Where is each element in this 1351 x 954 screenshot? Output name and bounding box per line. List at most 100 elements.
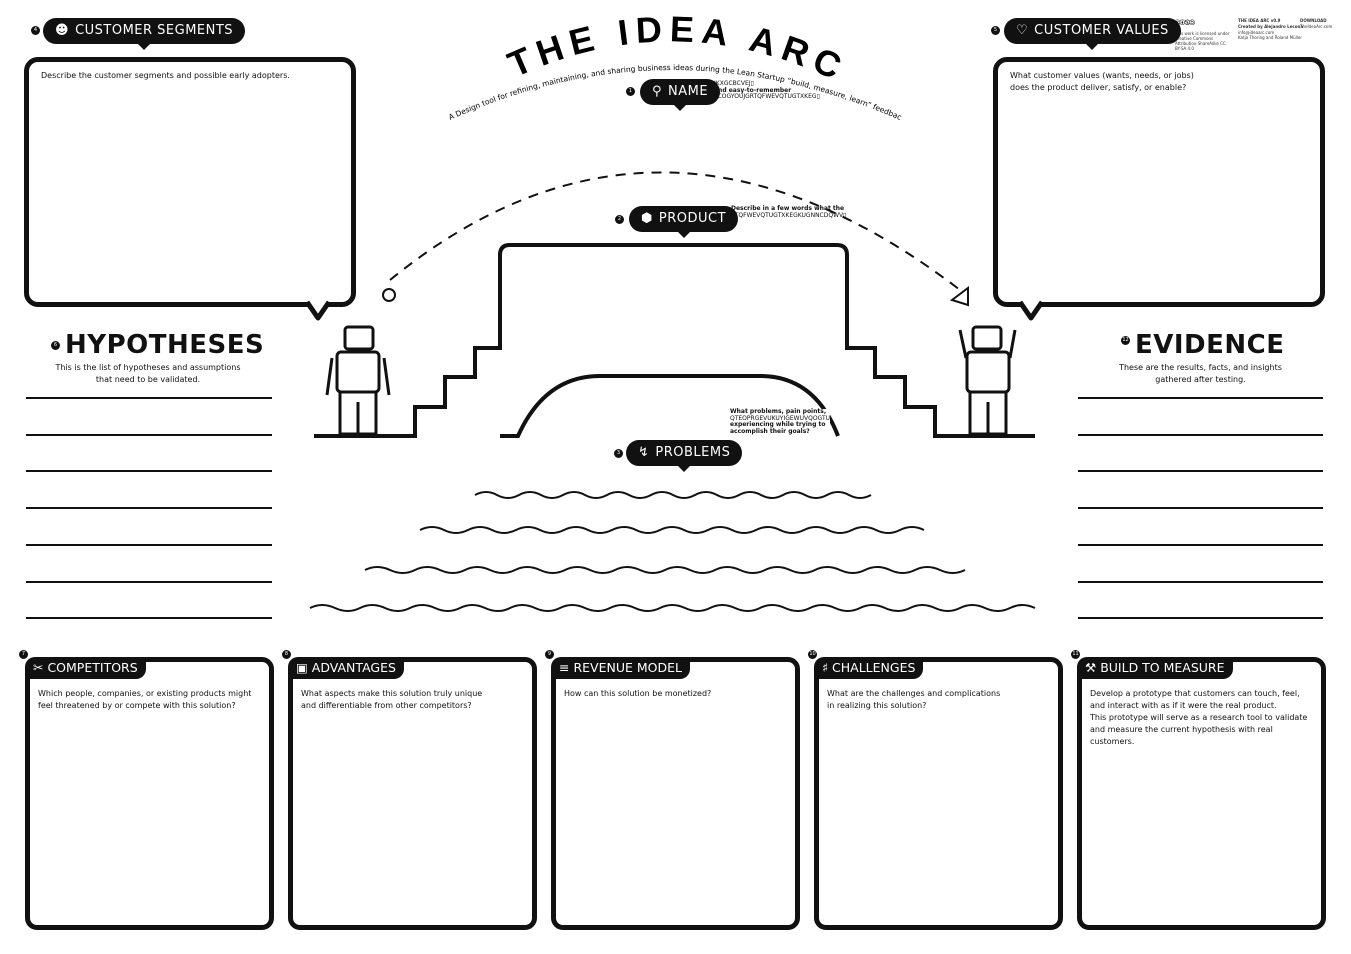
lightning-icon: ↯: [638, 445, 650, 460]
competitors-box[interactable]: ✂ COMPETITORS Which people, companies, or…: [25, 657, 274, 930]
section-number: 2: [615, 215, 624, 224]
hint-line: feel threatened by or compete with this …: [38, 701, 236, 710]
section-label-text: BUILD TO MEASURE: [1100, 660, 1225, 675]
writing-line[interactable]: [26, 397, 272, 399]
product-label: ⬢PRODUCT: [629, 206, 739, 238]
evidence-heading: EVIDENCE: [1135, 330, 1285, 360]
section-label: ≡ REVENUE MODEL: [551, 657, 690, 679]
section-number: 5: [991, 26, 1000, 35]
hint-line: What aspects make this solution truly un…: [301, 689, 483, 698]
cube-icon: ⬢: [641, 211, 653, 226]
download-label: DOWNLOAD: [1300, 18, 1327, 23]
heart-hand-icon: ♡: [1016, 23, 1029, 38]
customer-segments-box[interactable]: Describe the customer segments and possi…: [24, 57, 356, 307]
section-number: 12: [1121, 336, 1130, 345]
values-hint-2: does the product deliver, satisfy, or en…: [1010, 83, 1187, 92]
section-number: 6: [51, 341, 60, 350]
section-icon: ⚒: [1085, 660, 1101, 675]
section-icon: ✂: [33, 660, 48, 675]
section-icon: ≡: [559, 660, 574, 675]
problems-label: ↯PROBLEMS: [626, 440, 743, 472]
speech-tail: [1018, 300, 1045, 321]
advantages-box[interactable]: ▣ ADVANTAGES What aspects make this solut…: [288, 657, 537, 930]
bridge-arch: [500, 374, 840, 438]
hypotheses-hint: This is the list of hypotheses and assum…: [55, 363, 241, 384]
writing-line[interactable]: [26, 433, 272, 436]
writing-line[interactable]: [1078, 543, 1323, 546]
hint-line: and interact with as if it were the real…: [1090, 701, 1277, 710]
hint-line: Develop a prototype that customers can t…: [1090, 689, 1300, 698]
section-hint: What aspects make this solution truly un…: [293, 662, 532, 720]
section-icon: ▣: [296, 660, 312, 675]
section-number: 10: [808, 650, 817, 659]
hint-line: Which people, companies, or existing pro…: [38, 689, 252, 698]
section-number: 8: [282, 650, 291, 659]
name-label: ⚲NAME: [640, 79, 721, 111]
section-hint: What are the challenges and complication…: [819, 662, 1058, 720]
writing-line[interactable]: [1078, 580, 1323, 583]
hypotheses-heading: HYPOTHESES: [65, 330, 265, 360]
hint-line: What are the challenges and complication…: [827, 689, 1001, 698]
version-text: THE IDEA ARC v0.9: [1238, 18, 1281, 23]
speech-tail: [305, 300, 332, 321]
authors-text: Katja Thoring and Roland Müller: [1238, 35, 1302, 40]
section-number: 9: [545, 650, 554, 659]
smiley-icon: ☻: [55, 23, 70, 38]
build-to-measure-box[interactable]: ⚒ BUILD TO MEASURE Develop a prototype th…: [1077, 657, 1326, 930]
writing-line[interactable]: [1078, 617, 1323, 620]
challenges-box[interactable]: ♯ CHALLENGES What are the challenges and …: [814, 657, 1063, 930]
arc-illustration: [309, 171, 1036, 612]
evidence-hint: These are the results, facts, and insigh…: [1119, 363, 1282, 384]
customer-values-label: ♡CUSTOMER VALUES: [1004, 18, 1181, 50]
contact-text: info@ideaarc.com: [1238, 30, 1275, 35]
figure-right: [958, 325, 1017, 436]
hint-line: in realizing this solution?: [827, 701, 927, 710]
license-text: This work is licensed under Creative Com…: [1175, 31, 1230, 51]
writing-line[interactable]: [26, 543, 272, 546]
customer-segments-label: ☻CUSTOMER SEGMENTS: [43, 18, 246, 50]
writing-line[interactable]: [26, 580, 272, 583]
dashed-arc: [389, 171, 961, 291]
writing-line[interactable]: [26, 507, 272, 510]
writing-line[interactable]: [1078, 470, 1323, 473]
section-number: 1: [626, 87, 635, 96]
segments-hint: Describe the customer segments and possi…: [41, 71, 290, 80]
hint-line: and measure the current hypothesis with …: [1090, 725, 1273, 746]
section-number: 11: [1071, 650, 1080, 659]
section-label-text: COMPETITORS: [47, 660, 138, 675]
section-label: ▣ ADVANTAGES: [288, 657, 404, 679]
section-label: ⚒ BUILD TO MEASURE: [1077, 657, 1233, 679]
values-hint-1: What customer values (wants, needs, or j…: [1010, 71, 1194, 80]
staircase-platform: [314, 243, 1035, 438]
figure-left: [325, 325, 391, 436]
section-label: ♯ CHALLENGES: [814, 657, 924, 679]
writing-line[interactable]: [1078, 433, 1323, 436]
cc-license-icons: 🅭🅯🄏🄎: [1175, 18, 1195, 27]
location-pin-icon: ⚲: [652, 84, 663, 99]
writing-line[interactable]: [26, 470, 272, 473]
writing-line[interactable]: [26, 617, 272, 620]
section-number: 4: [31, 26, 40, 35]
section-icon: ♯: [822, 660, 833, 675]
customer-values-box[interactable]: What customer values (wants, needs, or j…: [993, 57, 1325, 307]
section-label-text: REVENUE MODEL: [573, 660, 682, 675]
idea-triangle-icon: [949, 286, 969, 307]
credit-text: Created by Alejandro Lecona: [1238, 24, 1304, 29]
hint-line: and differentiable from other competitor…: [301, 701, 472, 710]
section-label: ✂ COMPETITORS: [25, 657, 146, 679]
section-number: 3: [614, 449, 623, 458]
writing-line[interactable]: [1078, 397, 1323, 399]
section-label-text: CHALLENGES: [832, 660, 916, 675]
section-number: 7: [19, 650, 28, 659]
download-link[interactable]: TheIdeaArc.com: [1300, 24, 1333, 29]
section-label-text: ADVANTAGES: [311, 660, 396, 675]
section-hint: Which people, companies, or existing pro…: [30, 662, 269, 720]
writing-line[interactable]: [1078, 507, 1323, 510]
hint-line: This prototype will serve as a research …: [1090, 713, 1308, 722]
section-hint: How can this solution be monetized?: [556, 662, 795, 708]
problems-hint: What problems, pain points,QTEOPRGEVUKUY…: [730, 408, 831, 435]
section-hint: Develop a prototype that customers can t…: [1082, 662, 1321, 756]
